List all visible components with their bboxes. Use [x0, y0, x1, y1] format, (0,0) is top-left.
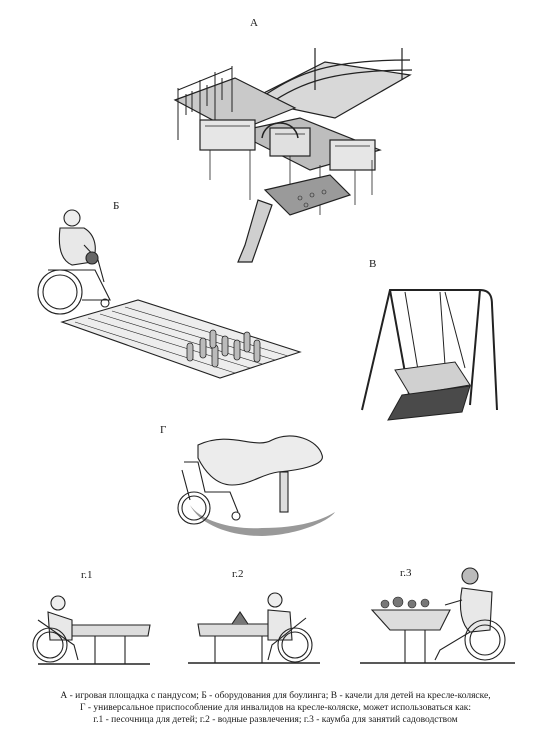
figure-b-bowling	[37, 209, 302, 379]
figure-g-table	[177, 435, 335, 536]
figure-a-playground	[173, 48, 413, 263]
label-b: Б	[113, 200, 120, 212]
label-g2: г.2	[232, 568, 244, 580]
figure-v-swing	[361, 289, 498, 421]
label-g3: г.3	[400, 567, 412, 579]
caption: А - игровая площадка с пандусом; Б - обо…	[20, 690, 531, 726]
caption-line-3: г.1 - песочница для детей; г.2 - водные …	[93, 715, 458, 725]
label-g1: г.1	[81, 569, 93, 581]
label-a: А	[250, 17, 258, 29]
caption-line-2: Г - универсальное приспособление для инв…	[79, 703, 472, 713]
figure-g2-water	[188, 592, 320, 664]
illustrations	[32, 48, 515, 665]
figure-g1-sandbox	[32, 595, 151, 665]
label-g: Г	[160, 424, 167, 436]
label-v: В	[369, 258, 377, 270]
caption-line-1: А - игровая площадка с пандусом; Б - обо…	[60, 691, 491, 701]
figure-g3-garden	[360, 567, 515, 664]
